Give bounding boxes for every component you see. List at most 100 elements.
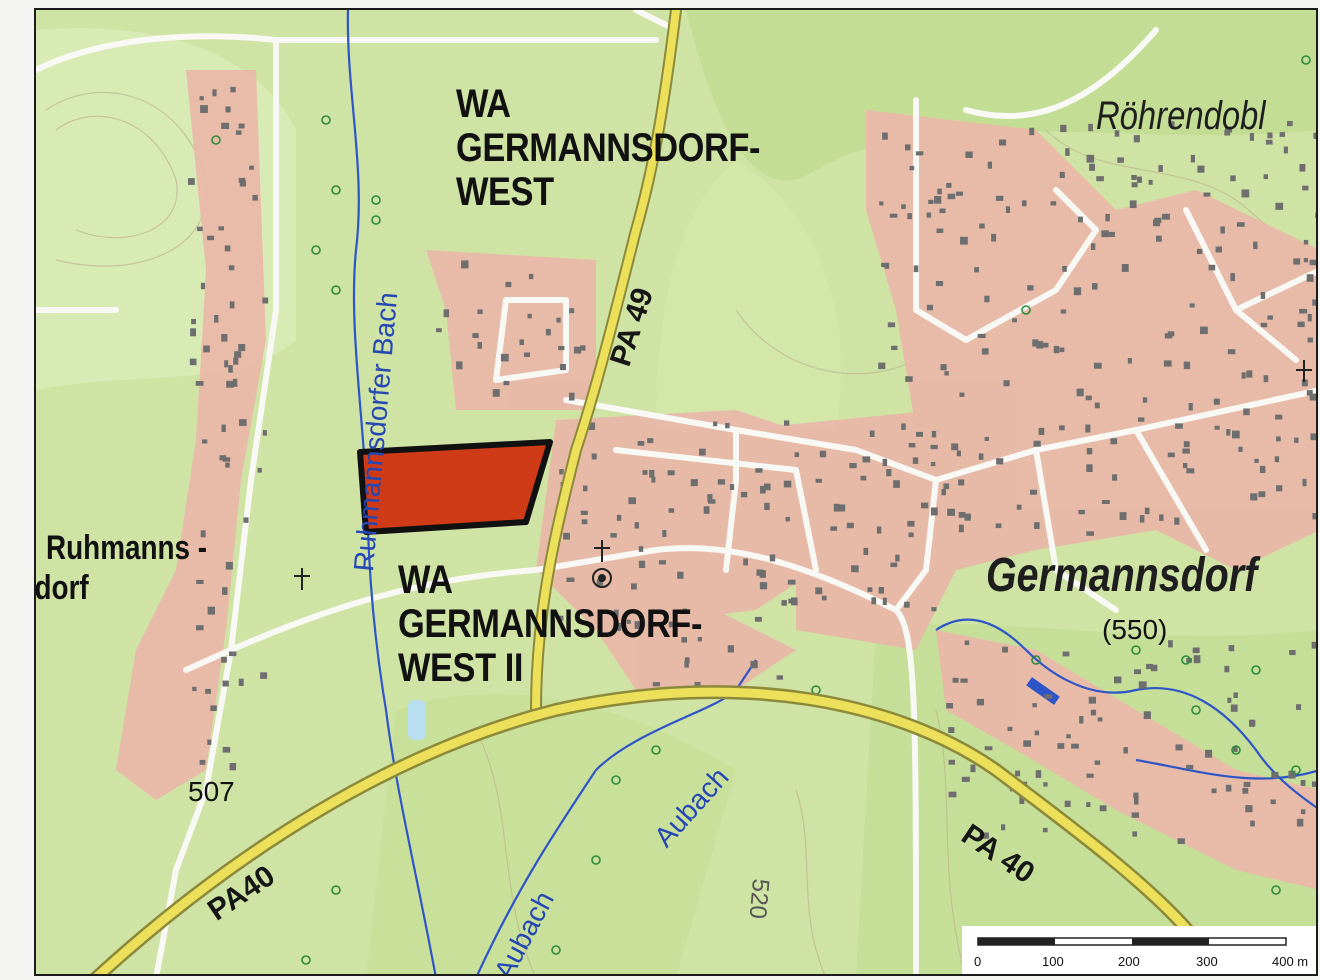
- building: [1019, 796, 1025, 804]
- building: [904, 601, 910, 608]
- building: [195, 381, 204, 386]
- building: [1306, 274, 1314, 282]
- building: [699, 448, 706, 456]
- building: [930, 507, 938, 516]
- building: [1224, 130, 1231, 136]
- building: [221, 656, 227, 663]
- building: [890, 562, 898, 568]
- building: [527, 313, 532, 319]
- building: [946, 703, 953, 709]
- building: [1249, 133, 1254, 141]
- building: [203, 345, 210, 353]
- building: [1289, 650, 1296, 656]
- building: [1066, 734, 1071, 739]
- tree-symbol: [301, 955, 311, 965]
- building: [707, 494, 713, 502]
- building: [937, 188, 942, 195]
- building: [1211, 788, 1217, 794]
- map-frame[interactable]: WA GERMANNSDORF- WEST WA GERMANNSDORF- W…: [34, 8, 1318, 976]
- building: [519, 339, 524, 345]
- building: [935, 281, 944, 287]
- building: [436, 328, 442, 333]
- building: [631, 583, 637, 590]
- building: [1307, 314, 1312, 322]
- building: [1029, 127, 1035, 136]
- scale-label-0: 0: [974, 954, 982, 969]
- building: [196, 579, 204, 584]
- building: [1205, 749, 1213, 758]
- building: [214, 315, 219, 323]
- building: [882, 597, 887, 605]
- building: [1258, 491, 1266, 498]
- tree-symbol: [1301, 55, 1311, 65]
- building: [1036, 341, 1044, 349]
- building: [238, 177, 246, 183]
- building: [188, 178, 195, 185]
- building: [238, 123, 245, 129]
- building: [830, 526, 837, 531]
- tree-symbol: [331, 185, 341, 195]
- building: [743, 558, 748, 566]
- building: [1154, 217, 1162, 224]
- tree-symbol: [331, 285, 341, 295]
- building: [959, 392, 965, 397]
- building: [908, 443, 916, 448]
- spot-height-507: 507: [188, 776, 235, 807]
- building: [1299, 308, 1308, 314]
- building: [750, 660, 758, 669]
- building: [1138, 417, 1145, 422]
- building: [1193, 655, 1201, 664]
- building: [905, 376, 913, 382]
- building: [984, 746, 993, 751]
- building: [472, 333, 479, 338]
- planning-area-polygon[interactable]: [357, 439, 553, 535]
- building: [559, 469, 564, 475]
- building: [1311, 781, 1316, 787]
- building: [970, 764, 976, 773]
- tree-symbol: [1291, 765, 1301, 775]
- building: [1233, 692, 1238, 698]
- building: [961, 776, 970, 782]
- label-line: WEST: [456, 170, 554, 214]
- topographic-map[interactable]: [36, 10, 1318, 976]
- building: [1196, 248, 1203, 255]
- building: [1259, 465, 1266, 473]
- building: [871, 597, 877, 605]
- building: [1309, 393, 1316, 401]
- building: [613, 622, 621, 631]
- tree-symbol: [1191, 705, 1201, 715]
- building: [1038, 427, 1045, 435]
- place-germannsdorf: Germannsdorf: [986, 549, 1258, 602]
- place-roehrendobl: Röhrendobl: [1096, 94, 1266, 138]
- building: [200, 282, 205, 290]
- building: [1131, 175, 1137, 180]
- building: [958, 512, 966, 518]
- building: [225, 106, 231, 113]
- building: [1275, 414, 1283, 420]
- building: [1132, 831, 1137, 837]
- building: [1043, 782, 1048, 787]
- building: [196, 625, 204, 631]
- tree-symbol: [1231, 745, 1241, 755]
- label-line: WA: [398, 558, 453, 602]
- building: [190, 328, 196, 337]
- building: [610, 533, 617, 538]
- place-line: Ruhmanns -: [46, 529, 208, 567]
- building: [1183, 441, 1190, 448]
- building: [221, 334, 228, 342]
- building: [222, 457, 231, 462]
- building: [1183, 361, 1191, 370]
- building: [196, 226, 203, 232]
- building: [764, 483, 771, 491]
- building: [878, 587, 884, 594]
- building: [200, 105, 208, 113]
- building: [703, 506, 710, 514]
- building: [233, 357, 239, 365]
- building: [1131, 182, 1138, 188]
- tree-symbols: [211, 55, 1311, 965]
- building: [1313, 132, 1316, 139]
- building: [1114, 130, 1120, 137]
- building: [1044, 694, 1053, 699]
- scale-label-300: 300: [1196, 954, 1218, 969]
- building: [1315, 212, 1316, 219]
